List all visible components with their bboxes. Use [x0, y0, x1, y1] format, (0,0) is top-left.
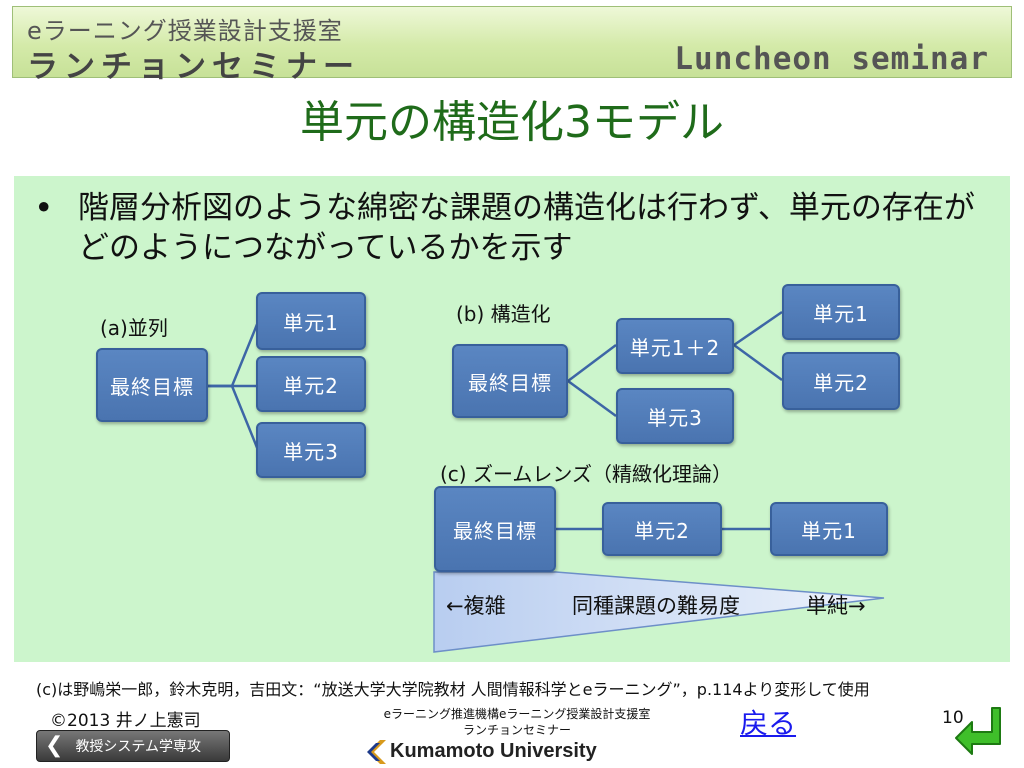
connector-b-1 [567, 344, 617, 382]
scale-simple-label: 単純→ [806, 594, 866, 618]
diagram-c-unit-2: 単元2 [602, 502, 722, 556]
diagram-a-root: 最終目標 [96, 348, 208, 422]
page-number: 10 [942, 708, 964, 728]
diagram-b-bottom: 単元3 [616, 388, 734, 444]
connector-b-3 [733, 310, 783, 347]
university-logo-text: Kumamoto University [390, 740, 597, 762]
return-arrow-icon[interactable] [952, 704, 1006, 758]
diagram-a-unit-1: 単元1 [256, 292, 366, 350]
diagram-b-label: (b) 構造化 [456, 302, 551, 326]
diagram-c-unit-1: 単元1 [770, 502, 888, 556]
diagram-a-unit-2: 単元2 [256, 356, 366, 412]
bullet-marker: • [34, 188, 54, 227]
diagram-b-top-right: 単元1 [782, 284, 900, 340]
connector-a-1 [208, 321, 260, 388]
bullet-text: 階層分析図のような綿密な課題の構造化は行わず、単元の存在がどのようにつながってい… [78, 190, 975, 266]
diagram-a-label: (a)並列 [100, 316, 168, 340]
slide-title: 単元の構造化3モデル [300, 97, 724, 148]
diagram-b-middle: 単元1＋2 [616, 318, 734, 374]
header-banner: eラーニング授業設計支援室 ランチョンセミナー Luncheon seminar [12, 6, 1012, 85]
scale-complex-label: ←複雑 [446, 594, 506, 618]
department-button-label: 教授システム学専攻 [75, 739, 202, 755]
back-link[interactable]: 戻る [740, 707, 797, 740]
difficulty-wedge [433, 571, 885, 653]
banner-seminar-name: ランチョンセミナー [27, 49, 360, 85]
footer-organization: eラーニング推進機構eラーニング授業設計支援室 ランチョンセミナー [352, 706, 682, 738]
connector-b-2 [567, 379, 617, 418]
banner-office-name: eラーニング授業設計支援室 [27, 17, 343, 45]
diagram-b-root: 最終目標 [452, 344, 568, 418]
footer-org-line1: eラーニング推進機構eラーニング授業設計支援室 [383, 707, 651, 721]
department-button[interactable]: ❮ 教授システム学専攻 [36, 730, 230, 762]
scale-title: 同種課題の難易度 [572, 594, 740, 618]
diagram-c-label: (c) ズームレンズ（精緻化理論） [440, 462, 732, 486]
footer-org-line2: ランチョンセミナー [462, 723, 571, 737]
source-footnote: (c)は野嶋栄一郎，鈴木克明，吉田文：“放送大学大学院教材 人間情報科学とeラー… [36, 680, 870, 699]
diagram-c-root: 最終目標 [434, 486, 556, 572]
chevron-left-icon: ❮ [45, 733, 64, 758]
banner-english-title: Luncheon seminar [674, 41, 989, 77]
connector-a-3 [208, 384, 260, 451]
connector-b-4 [733, 343, 783, 382]
copyright: ©2013 井ノ上憲司 [50, 711, 201, 731]
diagram-a-unit-3: 単元3 [256, 422, 366, 478]
kumamoto-chevron-icon [367, 740, 386, 764]
diagram-b-bottom-right: 単元2 [782, 352, 900, 410]
